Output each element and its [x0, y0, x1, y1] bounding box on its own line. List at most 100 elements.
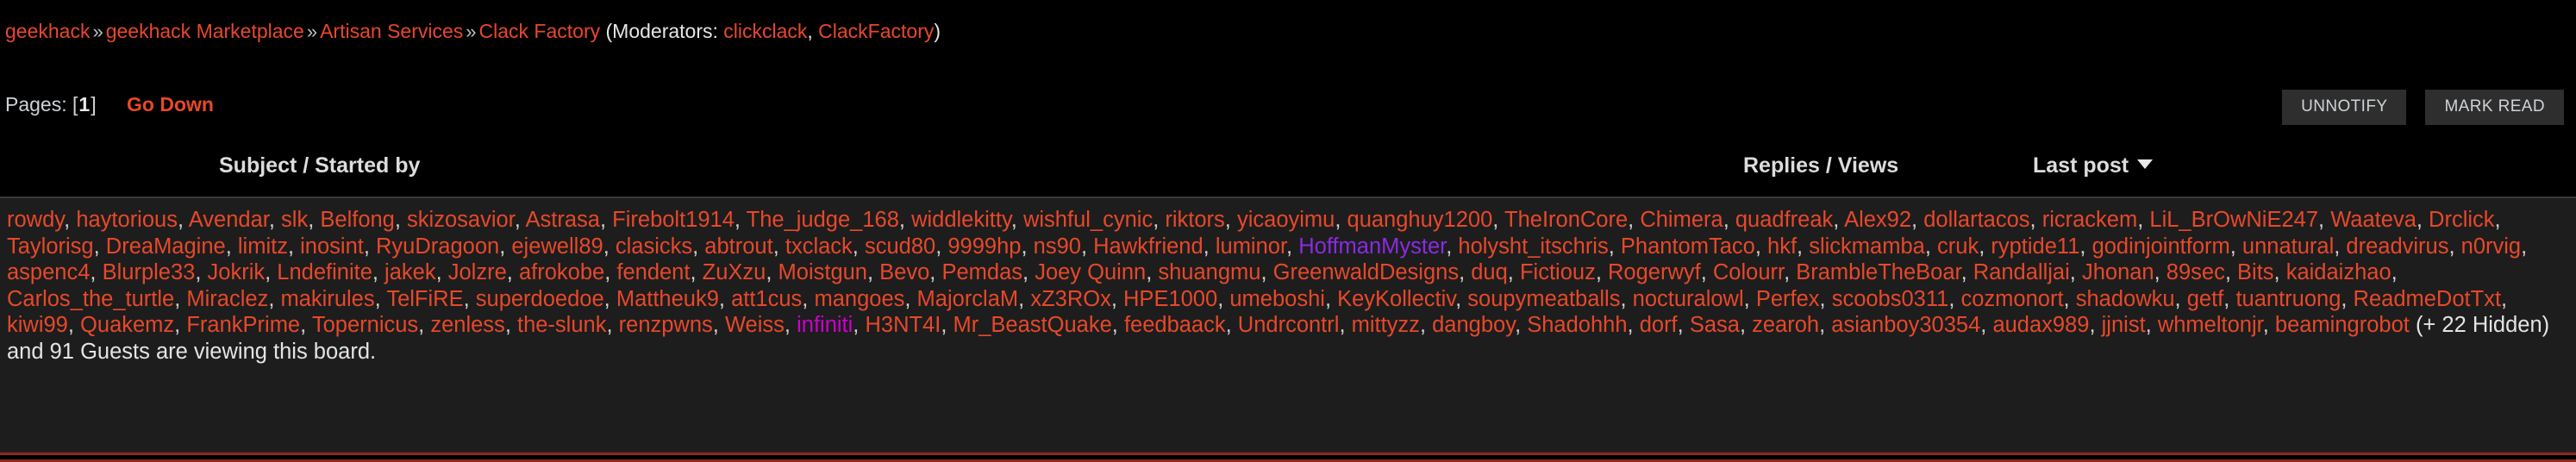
moderator-link-clackfactory[interactable]: ClackFactory: [818, 20, 935, 42]
user-link[interactable]: Shadohhh: [1527, 313, 1628, 338]
user-link[interactable]: Chimera: [1640, 208, 1723, 232]
user-link[interactable]: Astrasa: [525, 208, 600, 232]
user-link[interactable]: att1cus: [731, 286, 803, 311]
column-header-replies[interactable]: Replies / Views: [1743, 153, 1899, 178]
user-link[interactable]: beamingrobot: [2274, 313, 2410, 338]
user-link[interactable]: mangoes: [814, 286, 905, 311]
user-link[interactable]: Waateva: [2330, 208, 2417, 232]
breadcrumb-link-marketplace[interactable]: geekhack Marketplace: [105, 20, 304, 42]
user-link[interactable]: tuantruong: [2235, 286, 2342, 311]
user-link[interactable]: afrokobe: [518, 260, 605, 285]
user-link[interactable]: TelFiRE: [386, 286, 464, 311]
user-link[interactable]: ReadmeDotTxt: [2353, 286, 2502, 311]
user-link[interactable]: shuangmu: [1158, 260, 1261, 285]
user-link[interactable]: cruk: [1937, 234, 1979, 259]
user-link[interactable]: Avendar: [188, 208, 269, 232]
page-number-1[interactable]: 1: [78, 93, 91, 116]
user-link[interactable]: Bevo: [879, 260, 930, 285]
user-link[interactable]: FrankPrime: [186, 313, 301, 338]
user-link[interactable]: abtrout: [704, 234, 773, 259]
user-link[interactable]: nocturalowl: [1632, 286, 1744, 311]
user-link[interactable]: Fictiouz: [1519, 260, 1596, 285]
user-link[interactable]: slickmamba: [1809, 234, 1925, 259]
go-down-link[interactable]: Go Down: [127, 93, 214, 116]
user-link[interactable]: Topernicus: [311, 313, 419, 338]
user-link[interactable]: dorf: [1639, 313, 1678, 338]
user-link[interactable]: inosint: [300, 234, 364, 259]
user-link[interactable]: GreenwaldDesigns: [1272, 260, 1460, 285]
mark-read-button[interactable]: MARK READ: [2425, 90, 2564, 125]
user-link[interactable]: scoobs0311: [1831, 286, 1949, 311]
user-link[interactable]: Jolzre: [447, 260, 507, 285]
user-link[interactable]: Randalljai: [1973, 260, 2070, 285]
user-link[interactable]: cozmonort: [1960, 286, 2064, 311]
user-link[interactable]: Rogerwyf: [1608, 260, 1701, 285]
breadcrumb-link-artisan-services[interactable]: Artisan Services: [320, 20, 464, 42]
user-link[interactable]: clasicks: [615, 234, 693, 259]
user-link[interactable]: quanghuy1200: [1347, 208, 1493, 232]
user-link[interactable]: Weiss: [724, 313, 785, 338]
user-link[interactable]: Pemdas: [941, 260, 1023, 285]
user-link[interactable]: limitz: [237, 234, 288, 259]
user-link[interactable]: H3NT4I: [865, 313, 941, 338]
user-link[interactable]: renzpwns: [618, 313, 713, 338]
user-link[interactable]: infiniti: [797, 313, 853, 338]
column-header-last-post[interactable]: Last post: [2033, 153, 2154, 178]
user-link[interactable]: the-slunk: [516, 313, 607, 338]
user-link[interactable]: Bits: [2237, 260, 2274, 285]
user-link[interactable]: kaidaizhao: [2285, 260, 2392, 285]
user-link[interactable]: HoffmanMyster: [1298, 234, 1447, 259]
user-link[interactable]: Blurple33: [102, 260, 196, 285]
user-link[interactable]: zearoh: [1752, 313, 1820, 338]
user-link[interactable]: 9999hp: [947, 234, 1022, 259]
user-link[interactable]: quadfreak: [1735, 208, 1834, 232]
user-link[interactable]: Jhonan: [2081, 260, 2154, 285]
user-link[interactable]: holysht_itschris: [1458, 234, 1609, 259]
user-link[interactable]: soupymeatballs: [1467, 286, 1621, 311]
moderator-link-clickclack[interactable]: clickclack: [723, 20, 808, 42]
user-link[interactable]: Lndefinite: [277, 260, 372, 285]
user-link[interactable]: ryptide11: [1991, 234, 2080, 259]
user-link[interactable]: ns90: [1033, 234, 1081, 259]
user-link[interactable]: dangboy: [1432, 313, 1516, 338]
user-link[interactable]: LiL_BrOwNiE247: [2149, 208, 2319, 232]
user-link[interactable]: makirules: [280, 286, 375, 311]
user-link[interactable]: fendent: [616, 260, 691, 285]
user-link[interactable]: jakek: [385, 260, 436, 285]
user-link[interactable]: asianboy30354: [1831, 313, 1981, 338]
user-link[interactable]: Drclick: [2429, 208, 2495, 232]
user-link[interactable]: TheIronCore: [1504, 208, 1629, 232]
user-link[interactable]: hkf: [1767, 234, 1798, 259]
user-link[interactable]: The_judge_168: [746, 208, 899, 232]
user-link[interactable]: kiwi99: [7, 313, 68, 338]
breadcrumb-link-clack-factory[interactable]: Clack Factory: [478, 20, 601, 42]
user-link[interactable]: ejewell89: [511, 234, 603, 259]
user-link[interactable]: Miraclez: [186, 286, 269, 311]
user-link[interactable]: zenless: [430, 313, 505, 338]
user-link[interactable]: skizosavior: [407, 208, 515, 232]
user-link[interactable]: HPE1000: [1123, 286, 1218, 311]
user-link[interactable]: Alex92: [1844, 208, 1912, 232]
user-link[interactable]: Mattheuk9: [616, 286, 719, 311]
user-link[interactable]: unnatural: [2241, 234, 2335, 259]
user-link[interactable]: aspenc4: [7, 260, 91, 285]
user-link[interactable]: Moistgun: [778, 260, 867, 285]
user-link[interactable]: txclack: [785, 234, 853, 259]
user-link[interactable]: widdlekitty: [911, 208, 1011, 232]
user-link[interactable]: ZuXzu: [702, 260, 766, 285]
user-link[interactable]: riktors: [1165, 208, 1225, 232]
user-link[interactable]: Carlos_the_turtle: [7, 286, 175, 311]
user-link[interactable]: Quakemz: [80, 313, 175, 338]
user-link[interactable]: umeboshi: [1229, 286, 1325, 311]
user-link[interactable]: scud80: [864, 234, 936, 259]
unnotify-button[interactable]: UNNOTIFY: [2282, 90, 2407, 125]
user-link[interactable]: Joey Quinn: [1035, 260, 1147, 285]
user-link[interactable]: shadowku: [2075, 286, 2175, 311]
user-link[interactable]: Colourr: [1712, 260, 1785, 285]
user-link[interactable]: Belfong: [320, 208, 395, 232]
user-link[interactable]: KeyKollectiv: [1337, 286, 1456, 311]
user-link[interactable]: Sasa: [1689, 313, 1740, 338]
user-link[interactable]: Perfex: [1755, 286, 1820, 311]
user-link[interactable]: Jokrik: [207, 260, 266, 285]
user-link[interactable]: 89sec: [2166, 260, 2225, 285]
